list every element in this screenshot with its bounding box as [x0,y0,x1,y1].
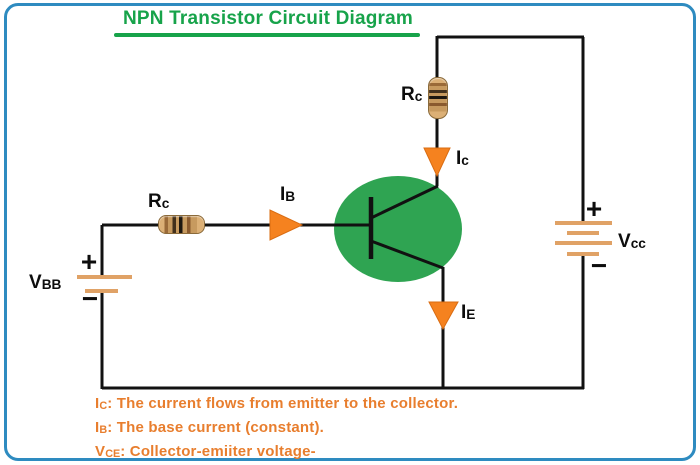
current-arrows [269,147,459,331]
label-rc-left-main: R [148,191,162,212]
vcc-plus-sign: + [578,193,610,225]
diagram-border [4,3,696,461]
label-ic-main: I [456,148,462,169]
vbb-plus-sign: + [73,246,105,278]
label-vcc-main: V [618,231,631,252]
note-ib-main: I [95,419,100,436]
resistor-collector-icon [428,77,448,119]
wire-emitter-diagonal [370,239,444,270]
label-ib: IB [280,184,295,206]
resistor-base-icon [158,215,205,234]
label-ib-sub: B [285,189,296,204]
note-vce-text: : Collector-emiiter voltage- [120,443,316,460]
note-ic-main: I [95,395,100,412]
wire-collector-diagonal [370,184,439,220]
note-ic-text: : The current flows from emitter to the … [107,395,459,412]
label-vbb-main: V [29,272,42,293]
vcc-minus-sign: − [583,250,615,282]
note-ib-sub: B [99,424,108,436]
note-ib-text: : The base current (constant). [107,419,325,436]
label-ic-sub: c [461,153,469,168]
ib-arrow-icon [269,209,304,241]
label-rc-top-main: R [401,84,415,105]
vbb-plus-text: + [80,246,98,277]
note-vce-main: V [95,443,106,460]
label-vcc: Vcc [618,231,646,253]
note-line-vce: VCE: Collector-emiiter voltage- [95,441,458,465]
label-rc-top: Rc [401,84,422,106]
ic-arrow-icon [423,147,451,178]
label-ic: Ic [456,148,469,170]
label-rc-left-sub: c [161,196,170,211]
label-ie-main: I [461,302,467,323]
diagram-title-text: NPN Transistor Circuit Diagram [122,8,414,29]
label-rc-top-sub: c [414,89,423,104]
label-vbb-sub: BB [41,277,62,292]
note-line-ic: IC: The current flows from emitter to th… [95,393,458,417]
transistor-body [334,176,462,282]
ie-arrow-icon [428,301,459,331]
diagram-title: NPN Transistor Circuit Diagram [114,8,422,30]
battery-plates [77,221,612,293]
label-rc-left: Rc [148,191,169,213]
label-vbb: VBB [29,272,61,294]
label-ie-sub: E [466,307,476,322]
vbb-minus-sign: − [74,283,106,315]
notes-block: IC: The current flows from emitter to th… [95,393,458,465]
note-vce-sub: CE [105,448,121,460]
vcc-plus-text: + [585,193,603,224]
label-ie: IE [461,302,475,324]
vbb-minus-text: − [81,283,99,314]
note-line-ib: IB: The base current (constant). [95,417,458,441]
note-ic-sub: C [99,400,108,412]
label-ib-main: I [280,184,286,205]
title-underline [114,33,420,37]
vcc-minus-text: − [590,250,608,281]
label-vcc-sub: cc [630,236,646,251]
